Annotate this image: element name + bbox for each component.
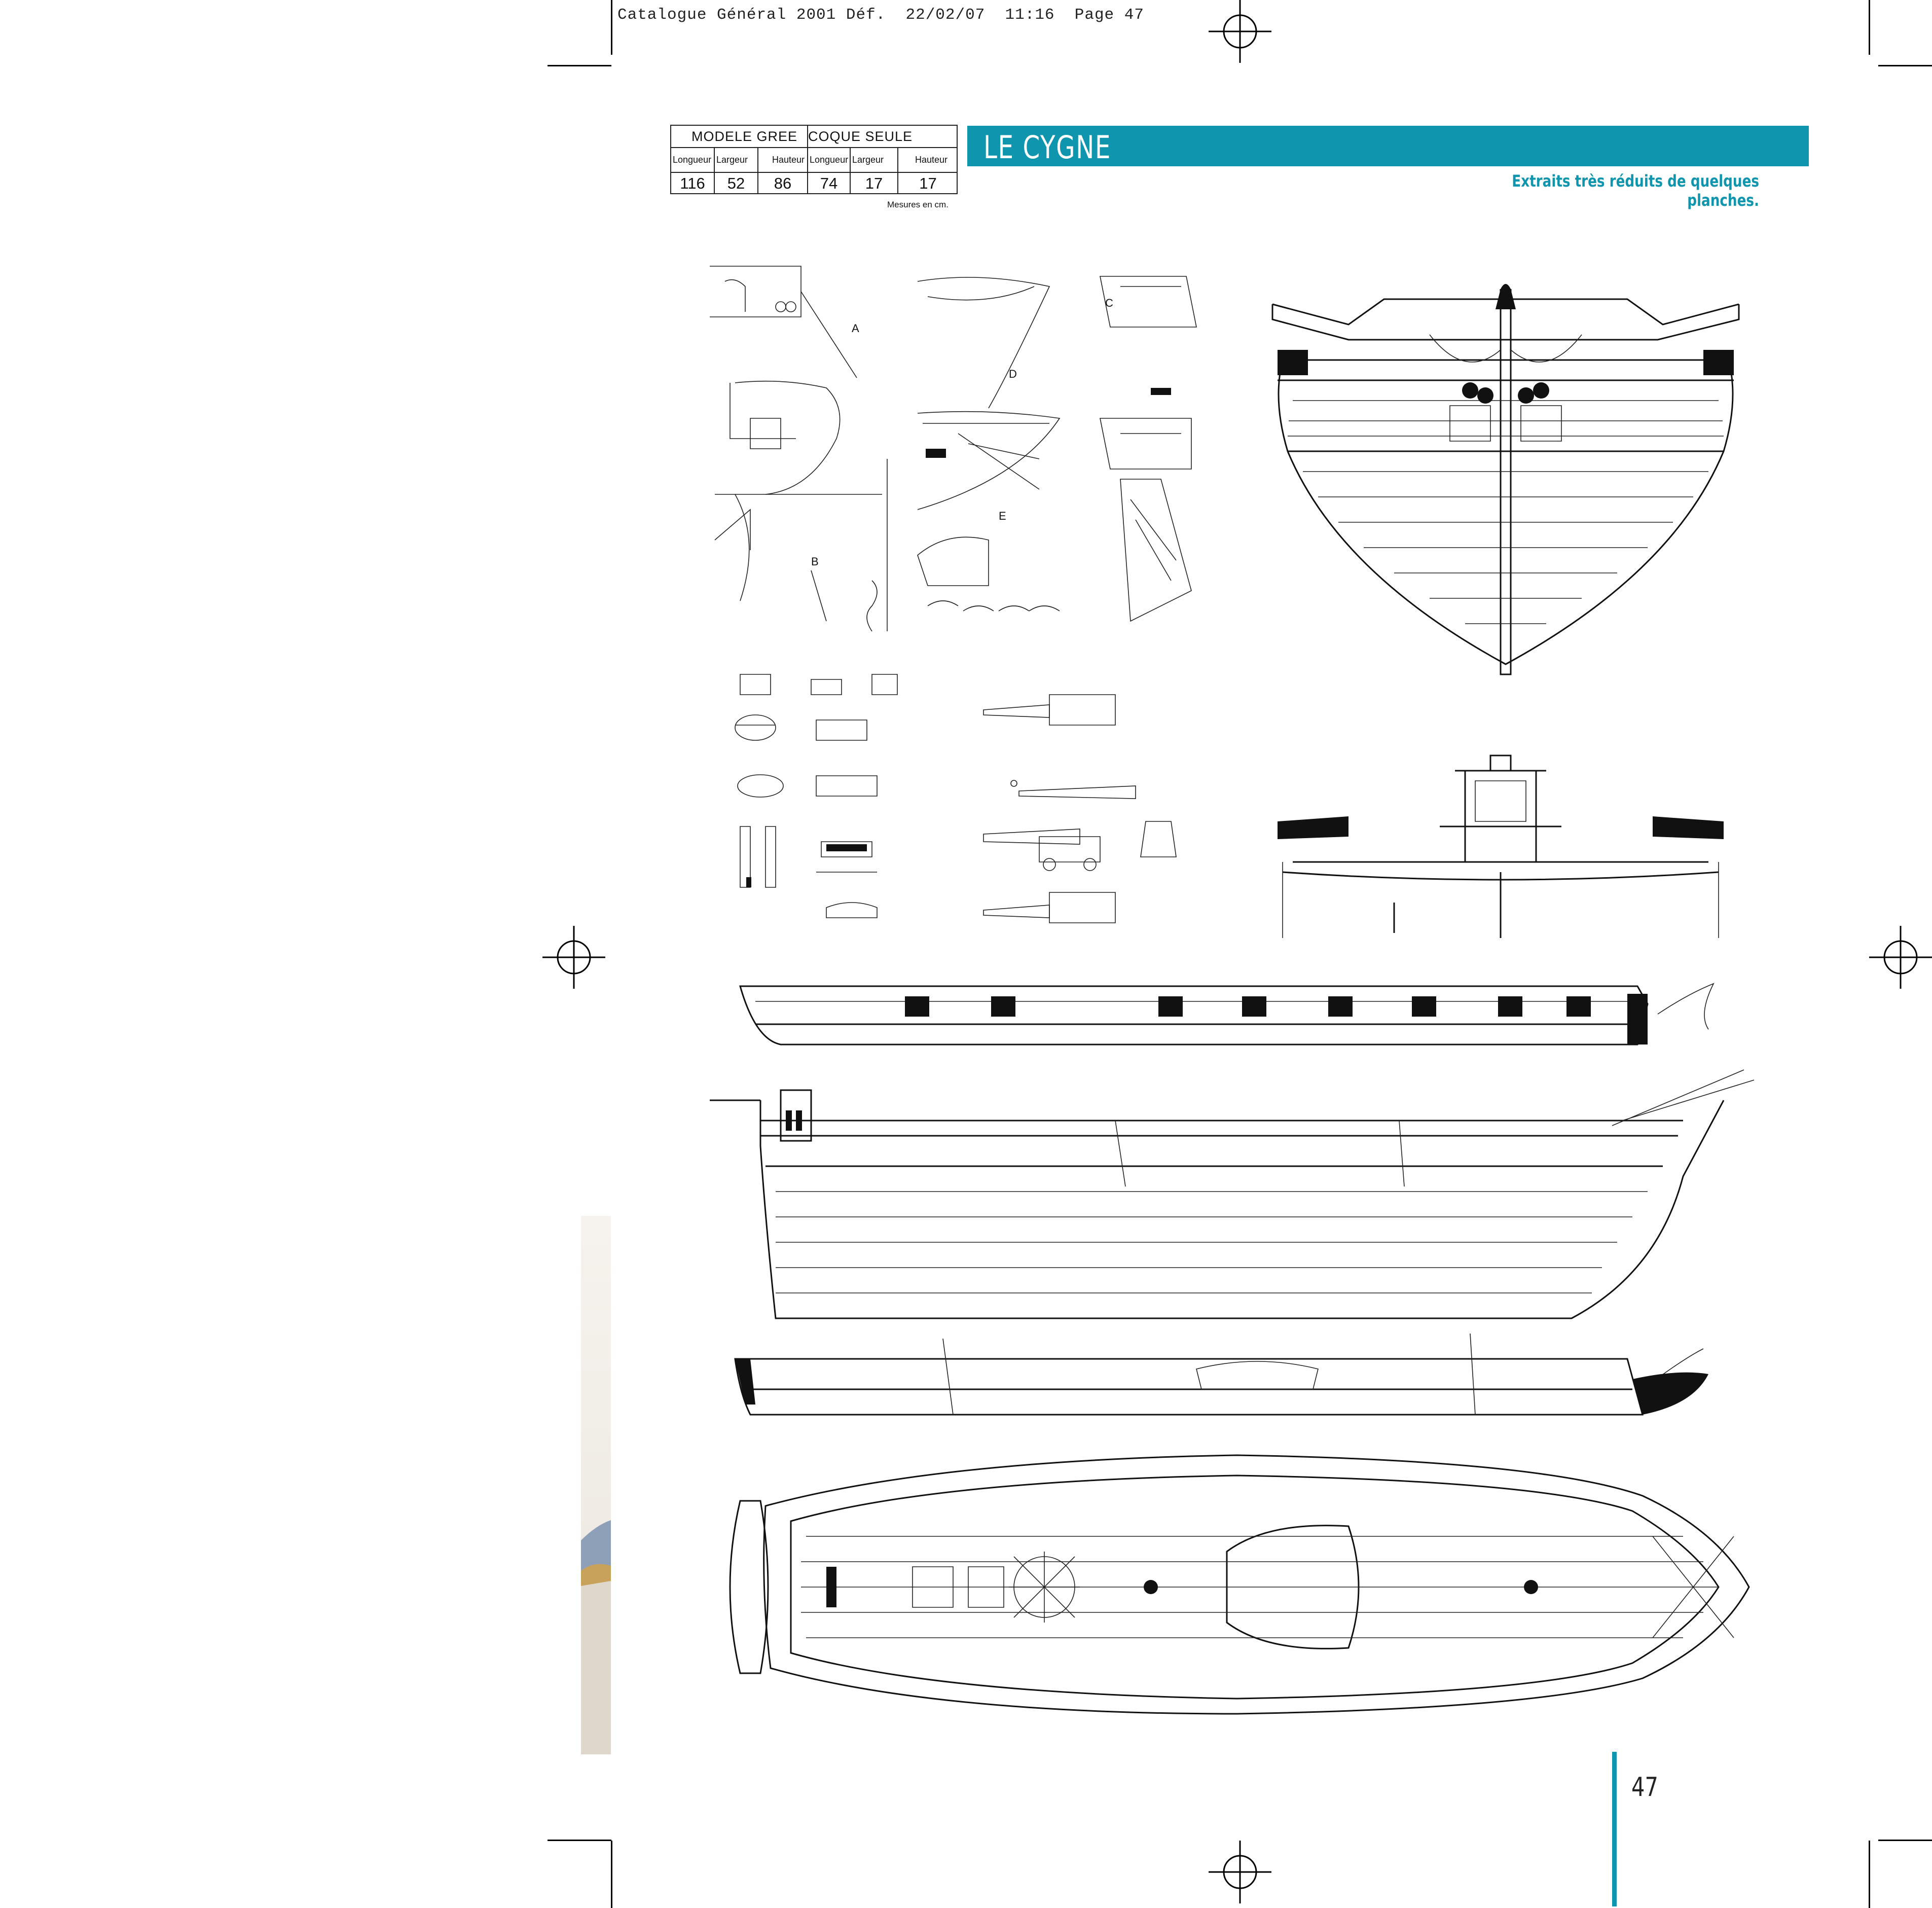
group-label-hull: COQUE SEULE bbox=[808, 129, 913, 144]
deck-plan-view bbox=[729, 1454, 1750, 1715]
crop-mark bbox=[1878, 1840, 1932, 1841]
column-header: Largeur bbox=[852, 155, 884, 165]
crop-mark bbox=[1869, 1841, 1870, 1908]
crop-mark bbox=[548, 1840, 611, 1841]
dimension-value: 74 bbox=[820, 174, 838, 192]
registration-mark-bottom bbox=[1209, 1841, 1271, 1903]
registration-mark-left bbox=[542, 926, 605, 989]
inboard-profile-gunports bbox=[739, 983, 1715, 1046]
crop-mark bbox=[611, 1841, 612, 1908]
fittings-and-cannons bbox=[735, 674, 1177, 923]
dimension-value: 116 bbox=[680, 174, 705, 192]
registration-mark-right bbox=[1869, 926, 1932, 989]
dimension-value: 17 bbox=[919, 174, 937, 192]
title-bar: LE CYGNE bbox=[967, 126, 1809, 166]
print-slug: Catalogue Général 2001 Déf. 22/02/07 11:… bbox=[617, 6, 1144, 24]
group-label-rigged: MODELE GREE bbox=[691, 129, 798, 144]
stern-detail-sketches: A B D E C bbox=[710, 266, 1197, 632]
crop-mark bbox=[611, 0, 612, 55]
column-header: Longueur bbox=[810, 155, 849, 165]
page-number-bar bbox=[1612, 1752, 1617, 1906]
dimension-value: 52 bbox=[727, 174, 745, 192]
registration-mark-top bbox=[1209, 0, 1271, 63]
hull-external-profile bbox=[710, 1069, 1755, 1319]
dimension-value: 17 bbox=[865, 174, 883, 192]
longitudinal-section bbox=[734, 1333, 1708, 1416]
crop-mark bbox=[548, 65, 611, 66]
bow-front-view bbox=[1271, 284, 1740, 675]
column-header: Hauteur bbox=[915, 155, 948, 165]
svg-text:D: D bbox=[1009, 368, 1017, 380]
column-header: Hauteur bbox=[772, 155, 805, 165]
crop-mark bbox=[1869, 0, 1870, 55]
svg-text:C: C bbox=[1105, 297, 1113, 309]
dimension-table: MODELE GREE COQUE SEULE Longueur Largeur… bbox=[670, 125, 958, 194]
transverse-section-view bbox=[1278, 754, 1724, 938]
photo-edge-strip bbox=[581, 1216, 611, 1754]
page-subtitle: Extraits très réduits de quelques planch… bbox=[1512, 171, 1759, 210]
dimension-value: 86 bbox=[774, 174, 792, 192]
svg-text:B: B bbox=[811, 555, 819, 568]
crop-mark bbox=[1878, 65, 1932, 66]
page-title: LE CYGNE bbox=[983, 129, 1112, 166]
column-header: Longueur bbox=[673, 155, 712, 165]
column-header: Largeur bbox=[716, 155, 748, 165]
page-number: 47 bbox=[1631, 1772, 1658, 1803]
units-note: Mesures en cm. bbox=[887, 200, 949, 209]
svg-text:E: E bbox=[999, 510, 1006, 522]
svg-text:A: A bbox=[852, 322, 859, 335]
